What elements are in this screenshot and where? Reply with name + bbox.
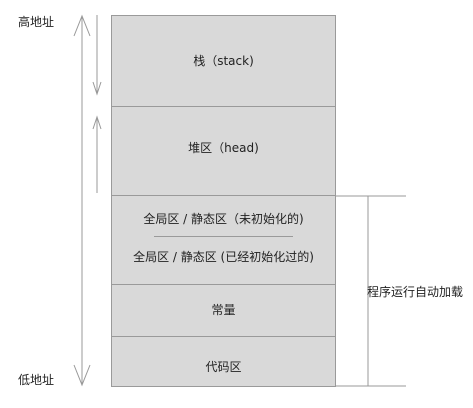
high-address-label: 高地址	[18, 15, 55, 29]
segment-heap: 堆区（head)	[111, 106, 336, 196]
segment-heap-label: 堆区（head)	[188, 141, 259, 155]
segment-global-static-divider	[154, 236, 293, 237]
segment-global-static: 全局区 / 静态区（未初始化的) 全局区 / 静态区 (已经初始化过的)	[111, 195, 336, 285]
segment-code-label: 代码区	[205, 360, 242, 374]
segment-stack-label: 栈（stack)	[193, 54, 254, 68]
segment-constant: 常量	[111, 284, 336, 337]
stack-growth-down-arrow	[92, 15, 102, 96]
address-range-arrow	[73, 14, 91, 387]
auto-load-label: 程序运行自动加载	[367, 285, 464, 299]
auto-load-bracket	[336, 195, 406, 387]
heap-growth-up-arrow	[92, 115, 102, 193]
segment-global-static-init-label: 全局区 / 静态区 (已经初始化过的)	[133, 250, 314, 264]
segment-stack: 栈（stack)	[111, 15, 336, 107]
segment-constant-label: 常量	[211, 303, 236, 317]
segment-code: 代码区	[111, 336, 336, 387]
low-address-label: 低地址	[18, 373, 55, 387]
segment-global-static-uninit-label: 全局区 / 静态区（未初始化的)	[143, 212, 304, 226]
